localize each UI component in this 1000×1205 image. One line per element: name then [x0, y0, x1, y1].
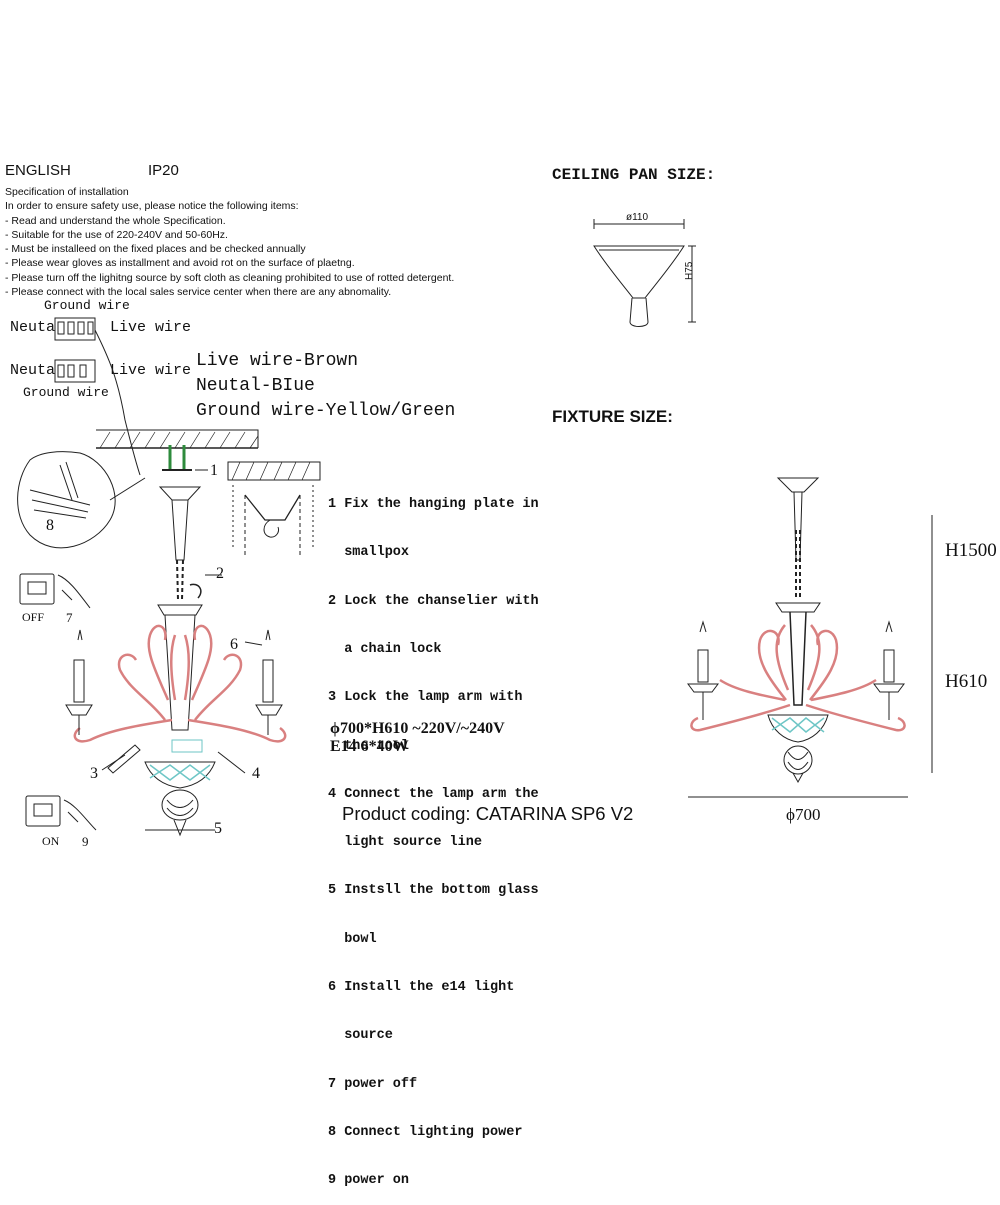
legend-neutral: Neutal-BIue: [196, 376, 315, 396]
fixture-title: FIXTURE SIZE:: [552, 407, 673, 426]
step-line: 3 Lock the lamp arm with: [328, 690, 523, 706]
fixture-diameter: ϕ700: [786, 805, 821, 824]
callout-1: 1: [210, 462, 218, 479]
step-line: 4 Connect the lamp arm the: [328, 786, 539, 802]
wire-connection-detail: [17, 451, 146, 549]
callout-8: 8: [46, 517, 54, 534]
step-line: 5 Instsll the bottom glass: [328, 883, 539, 899]
terminal-block-top: [54, 317, 96, 341]
spec-item: - Suitable for the use of 220-240V and 5…: [5, 228, 228, 241]
callout-7: 7: [66, 610, 73, 625]
step-line: smallpox: [328, 545, 410, 561]
spec-item: - Must be installeed on the fixed places…: [5, 243, 306, 256]
product-coding: Product coding: CATARINA SP6 V2: [342, 803, 634, 824]
ceiling-pan-drawing: [593, 219, 696, 327]
fixture-size-drawing: [687, 477, 933, 798]
callout-2: 2: [216, 565, 224, 582]
ground-wire-label-bottom: Ground wire: [23, 385, 109, 400]
live-wire-label-bottom: Live wire: [110, 362, 192, 379]
callout-leaders: [101, 641, 263, 774]
step-line: 6 Install the e14 light: [328, 980, 515, 995]
spec-item: - Please turn off the lighitng source by…: [5, 271, 455, 284]
candle-right: [255, 629, 283, 735]
legend-ground: Ground wire-Yellow/Green: [196, 401, 456, 421]
specs-bulbs: E14 6*40W: [330, 738, 409, 755]
legend-live: Live wire-Brown: [196, 351, 359, 371]
wrench-icon: [107, 744, 141, 774]
supply-wire: [94, 329, 141, 476]
switch-off-label: OFF: [22, 610, 45, 624]
callout-4: 4: [252, 765, 260, 782]
step-line: bowl: [328, 931, 377, 947]
spec-item: - Please connect with the local sales se…: [5, 286, 392, 299]
fixture-height-total: H1500: [945, 540, 997, 561]
spec-intro: In order to ensure safety use, please no…: [5, 200, 299, 213]
chandelier-installation-drawing: [65, 486, 287, 837]
language-label: ENGLISH: [5, 162, 71, 179]
spec-item: - Please wear gloves as installment and …: [5, 257, 355, 270]
fixture-height-body: H610: [945, 671, 988, 692]
specs-voltage: ϕ700*H610 ~220V/~240V: [330, 720, 505, 737]
specification-block: Specification of installation In order t…: [5, 185, 454, 299]
step-line: 7 power off: [328, 1076, 418, 1092]
neutral-label-top: Neuta: [10, 319, 56, 336]
wire-color-legend: Live wire-Brown Neutal-BIue Ground wire-…: [196, 349, 455, 424]
step-line: 9 power on: [328, 1173, 410, 1189]
spec-item: - Read and understand the whole Specific…: [5, 214, 226, 227]
power-switch-on-icon: [25, 795, 97, 831]
hanging-plate-detail: [227, 461, 321, 555]
switch-on-label: ON: [42, 834, 60, 848]
terminal-block-bottom: [54, 359, 96, 383]
candle-left: [65, 629, 93, 735]
step-line: a chain lock: [328, 642, 442, 658]
decorative-arms: [73, 624, 287, 743]
neutral-label-bottom: Neuta: [10, 362, 56, 379]
step-line: 8 Connect lighting power: [328, 1124, 523, 1140]
callout-3: 3: [90, 765, 98, 782]
ceiling-pan-diameter: ø110: [626, 212, 649, 223]
callout-9: 9: [82, 834, 89, 849]
callout-6: 6: [230, 636, 238, 653]
ceiling-slab: [96, 429, 259, 449]
step-line: 1 Fix the hanging plate in: [328, 497, 539, 513]
step-line: light source line: [328, 835, 482, 851]
ceiling-pan-title: CEILING PAN SIZE:: [552, 166, 716, 184]
fixture-candle-right: [873, 620, 905, 720]
installation-drawings: [17, 219, 933, 837]
ground-wire-label-top: Ground wire: [44, 298, 130, 313]
fixture-candle-left: [687, 620, 719, 720]
step-line: source: [328, 1028, 393, 1044]
callout-5: 5: [214, 820, 222, 837]
ip-rating: IP20: [148, 162, 179, 179]
power-switch-off-icon: [19, 573, 91, 609]
screw-anchor-icon: [162, 445, 208, 471]
spec-title: Specification of installation: [5, 186, 129, 198]
step-line: the tool: [328, 738, 410, 754]
step-line: 2 Lock the chanselier with: [328, 593, 539, 609]
live-wire-label-top: Live wire: [110, 319, 192, 336]
